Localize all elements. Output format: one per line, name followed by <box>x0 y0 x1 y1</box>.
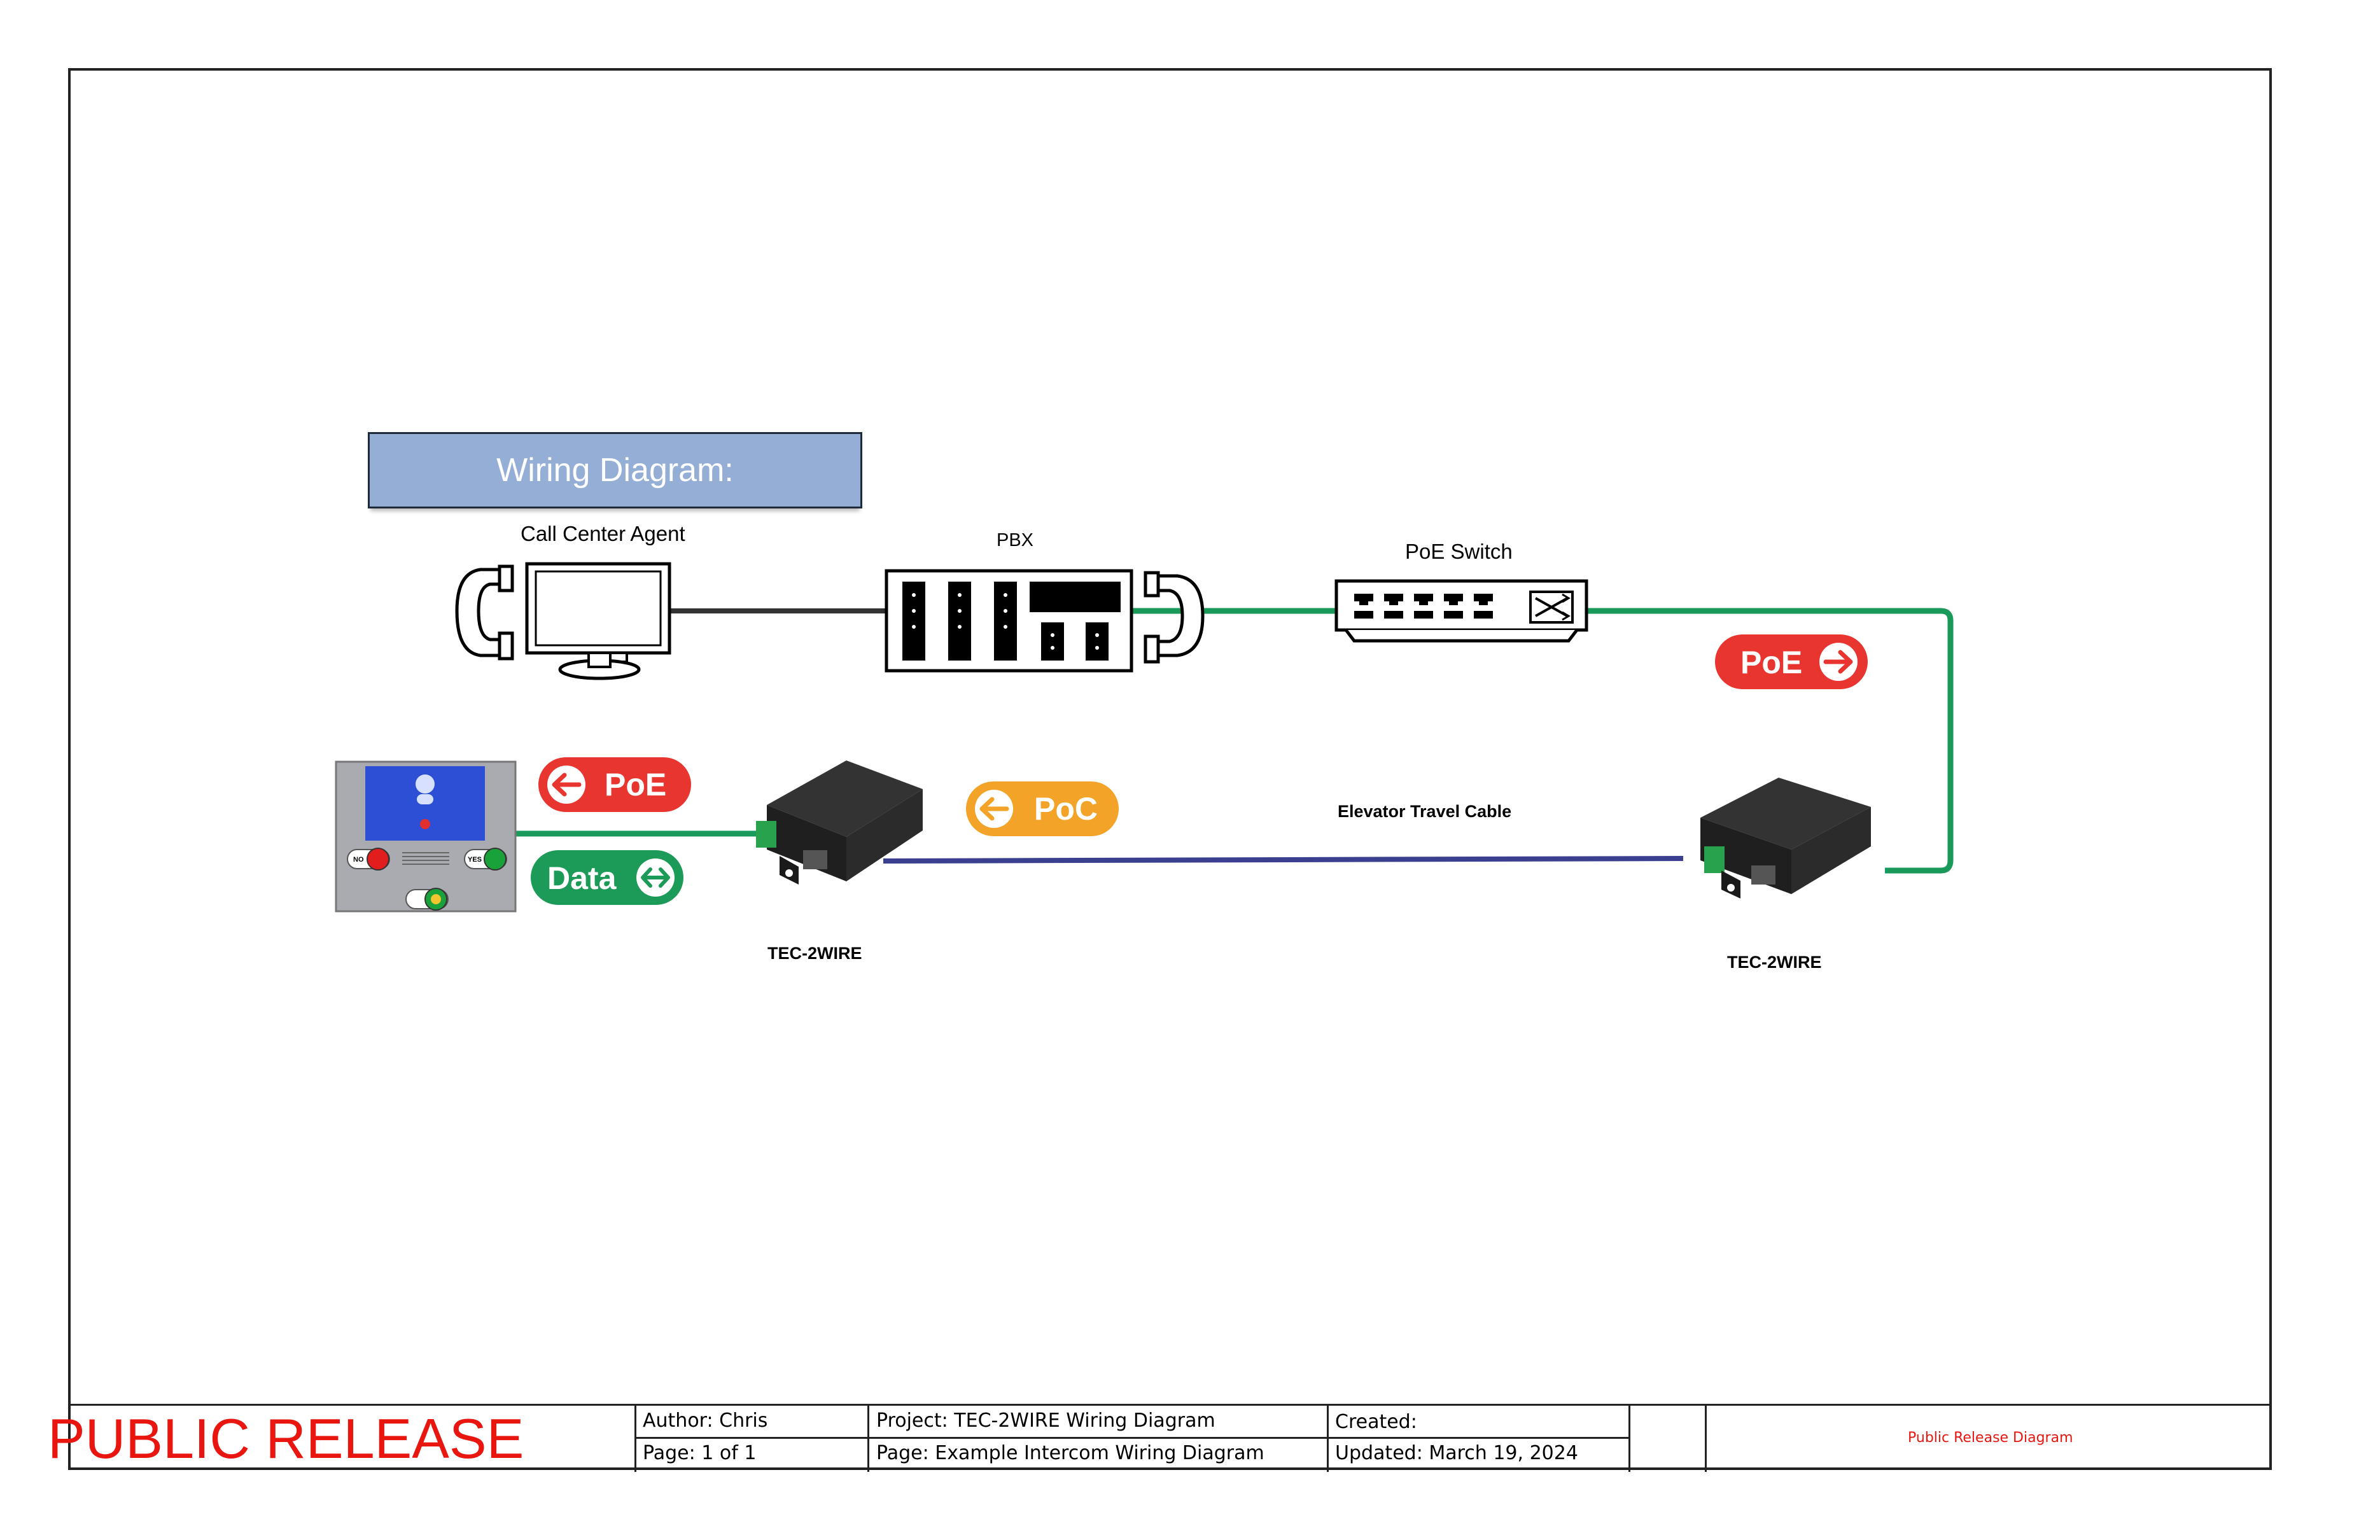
author-text: Author: Chris <box>643 1410 768 1432</box>
poc-badge: PoC <box>966 781 1119 836</box>
project-text: Project: TEC-2WIRE Wiring Diagram <box>876 1410 1215 1432</box>
svg-text:PoE: PoE <box>1740 645 1802 680</box>
project-cell <box>867 1406 1327 1472</box>
release-note-text: Public Release Diagram <box>1908 1430 2073 1446</box>
tec2wire-right-device <box>1700 778 1871 899</box>
poe-switch-label: PoE Switch <box>1405 540 1513 563</box>
intercom-no-label: NO <box>353 856 364 864</box>
intercom-panel <box>335 760 517 913</box>
page-name-text: Page: Example Intercom Wiring Diagram <box>876 1442 1264 1464</box>
tec2wire-left-device <box>756 760 923 885</box>
intercom-yes-label: YES <box>468 856 482 864</box>
title-block <box>68 1404 2272 1472</box>
poe-switch-icon <box>1334 579 1588 643</box>
pbx-icon <box>885 569 1133 673</box>
elevator-travel-cable-label: Elevator Travel Cable <box>1338 802 1512 821</box>
created-text: Created: <box>1335 1411 1417 1433</box>
call-center-agent-label: Call Center Agent <box>521 522 685 545</box>
poe-left-badge: PoE <box>538 757 691 812</box>
svg-text:Data: Data <box>547 860 617 896</box>
switch-tec-right-line <box>1585 608 1954 874</box>
date-cell <box>1327 1406 1628 1472</box>
data-badge: Data <box>531 850 683 905</box>
drawing-sheet-border <box>68 68 2272 1470</box>
diagram-title: Wiring Diagram: <box>368 432 862 508</box>
tec2wire-left-label: TEC-2WIRE <box>767 944 862 963</box>
handset-icon <box>455 564 514 661</box>
note-cell <box>1705 1406 2270 1472</box>
svg-text:PoE: PoE <box>605 767 666 802</box>
title-block-divider <box>634 1437 1628 1439</box>
pbx-handset-icon <box>1144 571 1205 664</box>
author-cell <box>634 1406 867 1472</box>
updated-text: Updated: March 19, 2024 <box>1335 1442 1578 1464</box>
monitor-icon <box>525 562 671 680</box>
blank-cell <box>1628 1406 1705 1472</box>
tec2wire-right-label: TEC-2WIRE <box>1727 953 1822 972</box>
pbx-label: PBX <box>997 530 1034 550</box>
elevator-travel-cable-line <box>883 856 1684 864</box>
page-number-text: Page: 1 of 1 <box>643 1442 757 1464</box>
poe-right-badge: PoE <box>1715 634 1868 689</box>
public-release-stamp: PUBLIC RELEASE <box>48 1407 524 1470</box>
svg-text:PoC: PoC <box>1034 791 1098 827</box>
